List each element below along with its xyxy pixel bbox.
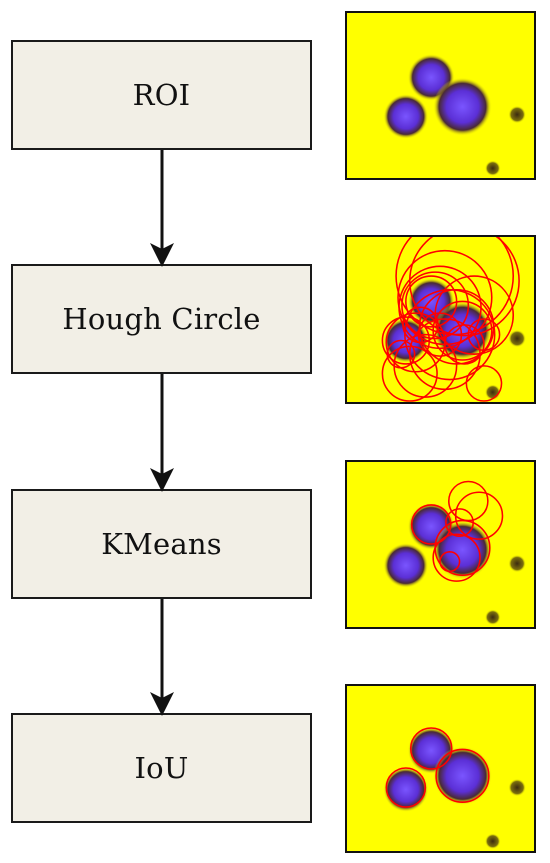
roi-image (383, 54, 526, 177)
thumb-hough-circle (345, 235, 536, 404)
iou-image (383, 727, 526, 850)
step-label: KMeans (101, 527, 222, 561)
thumb-roi (345, 11, 536, 180)
step-label: IoU (134, 751, 189, 785)
kmeans-image (383, 480, 526, 626)
step-hough-circle: Hough Circle (11, 264, 312, 374)
step-label: ROI (132, 78, 191, 112)
thumb-iou (345, 684, 536, 853)
iou-detections (385, 727, 490, 808)
step-roi: ROI (11, 40, 312, 150)
hough-detections (381, 237, 520, 402)
step-label: Hough Circle (62, 302, 261, 336)
step-iou: IoU (11, 713, 312, 823)
kmeans-detections (410, 480, 504, 582)
step-kmeans: KMeans (11, 489, 312, 599)
hough-image (381, 237, 526, 402)
thumb-kmeans (345, 460, 536, 629)
